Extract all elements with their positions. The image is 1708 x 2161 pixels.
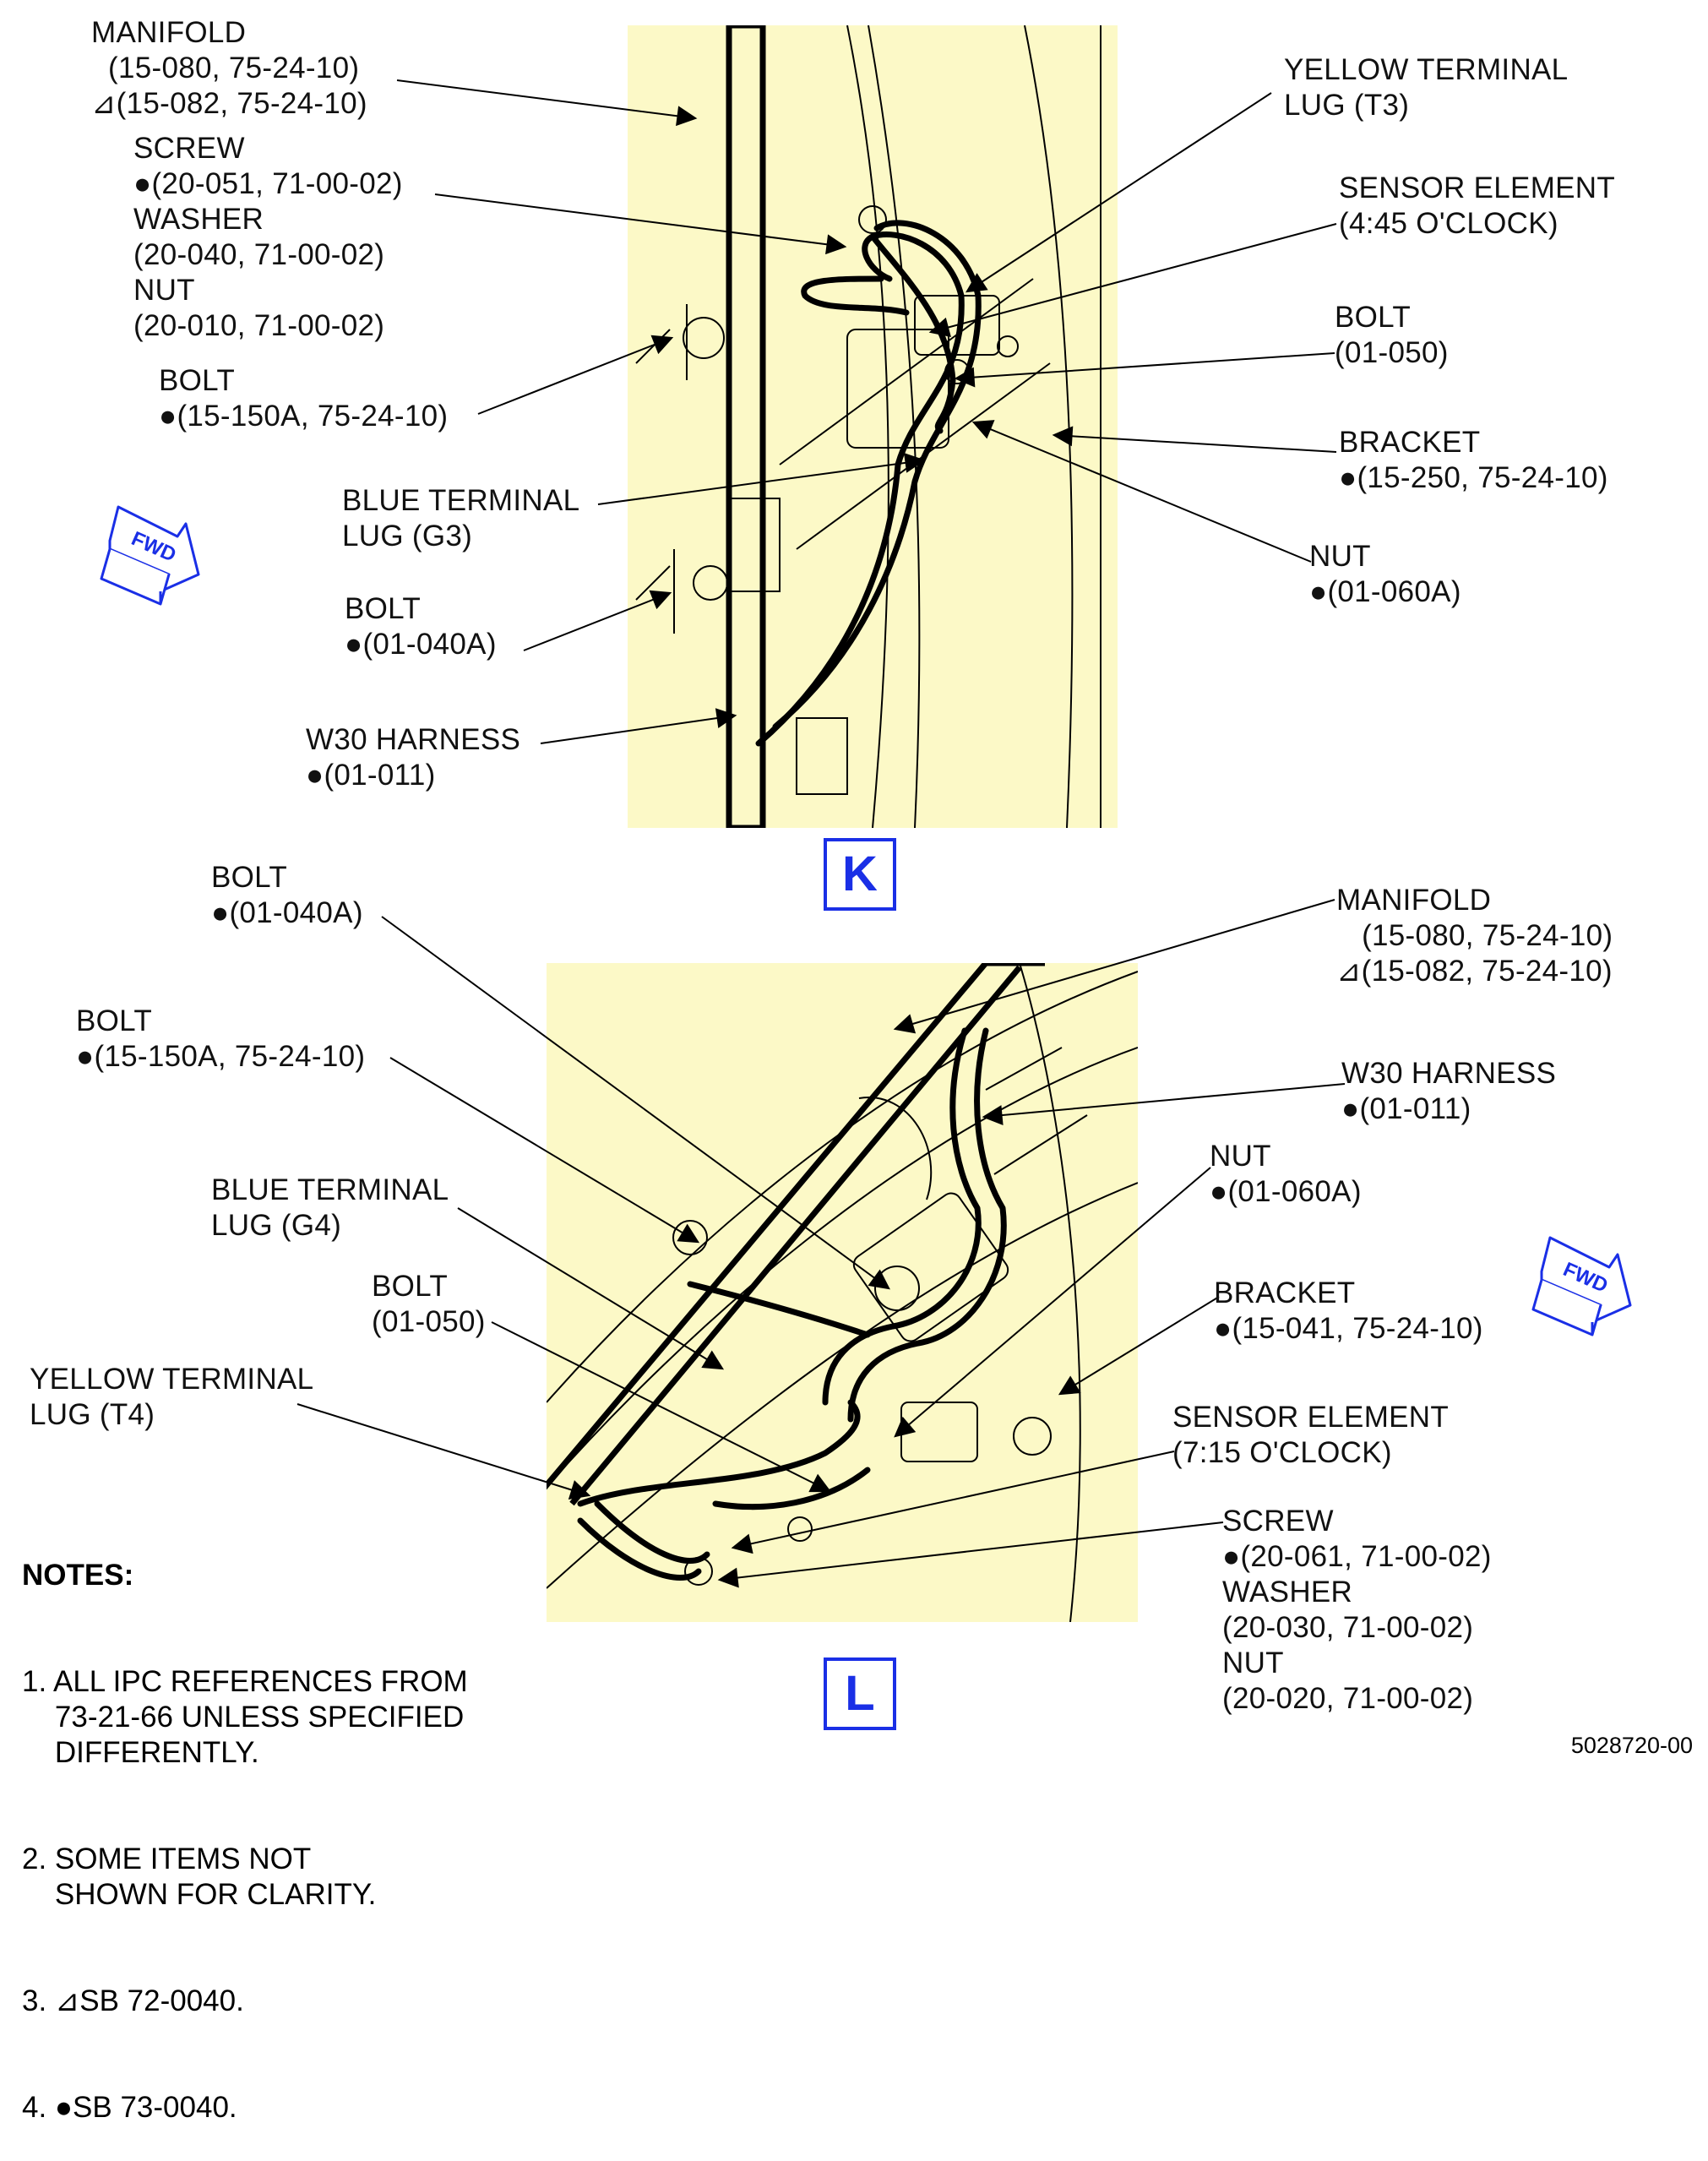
note-item: 1. ALL IPC REFERENCES FROM 73-21-66 UNLE… (22, 1665, 468, 1769)
figure-id: 5028720-00 (1570, 1733, 1693, 1758)
k-nut-callout: NUT ●(01-060A) (1309, 540, 1461, 608)
view-l-drawing (547, 963, 1138, 1622)
l-screw-callout: SCREW ●(20-061, 71-00-02) WASHER (20-030… (1222, 1505, 1492, 1715)
k-blue-lug-callout: BLUE TERMINAL LUG (G3) (342, 484, 580, 552)
notes-heading: NOTES: (22, 1559, 134, 1592)
note-item: 2. SOME ITEMS NOT SHOWN FOR CLARITY. (22, 1843, 377, 1911)
k-bolt-050-callout: BOLT (01-050) (1335, 301, 1449, 369)
l-bolt-040a-callout: BOLT ●(01-040A) (211, 861, 363, 929)
l-bolt-050-callout: BOLT (01-050) (372, 1270, 486, 1338)
k-bolt-150a-callout: BOLT ●(15-150A, 75-24-10) (159, 364, 449, 433)
view-l-artwork (547, 963, 1138, 1622)
k-harness-callout: W30 HARNESS ●(01-011) (306, 723, 521, 792)
l-bolt-150a-callout: BOLT ●(15-150A, 75-24-10) (76, 1004, 366, 1073)
fwd-arrow-icon: FWD (100, 505, 200, 606)
l-blue-lug-callout: BLUE TERMINAL LUG (G4) (211, 1173, 449, 1242)
view-k-label: K (824, 838, 896, 911)
k-bracket-callout: BRACKET ●(15-250, 75-24-10) (1339, 426, 1608, 494)
l-nut-callout: NUT ●(01-060A) (1210, 1140, 1362, 1208)
k-bolt-040a-callout: BOLT ●(01-040A) (345, 592, 497, 661)
l-manifold-callout: MANIFOLD (15-080, 75-24-10) ⊿(15-082, 75… (1336, 884, 1613, 988)
k-manifold-callout: MANIFOLD (15-080, 75-24-10) ⊿(15-082, 75… (91, 16, 367, 120)
view-l-label: L (824, 1657, 896, 1730)
note-item: 4. ●SB 73-0040. (22, 2091, 237, 2124)
note-item: 3. ⊿SB 72-0040. (22, 1984, 244, 2017)
l-sensor-callout: SENSOR ELEMENT (7:15 O'CLOCK) (1172, 1401, 1450, 1469)
fwd-arrow-icon: FWD (1531, 1236, 1632, 1336)
l-bracket-callout: BRACKET ●(15-041, 75-24-10) (1214, 1276, 1483, 1345)
l-harness-callout: W30 HARNESS ●(01-011) (1341, 1057, 1557, 1125)
view-k-drawing (628, 25, 1118, 828)
k-sensor-callout: SENSOR ELEMENT (4:45 O'CLOCK) (1339, 171, 1616, 240)
l-yellow-lug-callout: YELLOW TERMINAL LUG (T4) (30, 1363, 314, 1431)
view-k-artwork (635, 25, 1101, 828)
k-screw-callout: SCREW ●(20-051, 71-00-02) WASHER (20-040… (133, 132, 403, 342)
notes-block: NOTES: 1. ALL IPC REFERENCES FROM 73-21-… (22, 1487, 468, 2161)
k-yellow-lug-callout: YELLOW TERMINAL LUG (T3) (1284, 53, 1569, 122)
